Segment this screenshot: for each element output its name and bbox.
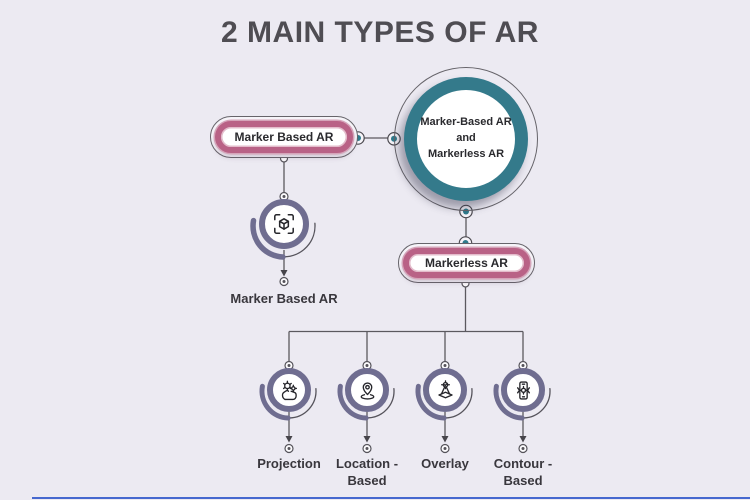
- contour-icon-node: [501, 368, 545, 412]
- overlay-hologram-icon: [437, 379, 453, 398]
- caption-projection: Projection: [257, 456, 321, 471]
- connector-lines: [283, 137, 524, 436]
- location-icon-node: [345, 368, 389, 412]
- ring-connector-dots: [279, 154, 528, 454]
- caption-contour-based: Contour - Based: [493, 456, 553, 488]
- crescent-shadow-arcs: [250, 217, 551, 421]
- marker-based-icon-node: [259, 199, 309, 249]
- ar-cube-scan-icon: [274, 214, 294, 234]
- caption-marker-based: Marker Based AR: [230, 291, 338, 306]
- projection-icon-node: [267, 368, 311, 412]
- markerless-pill: Markerless AR: [398, 243, 535, 283]
- arrowheads: [280, 270, 527, 443]
- projection-hand-gears-icon: [281, 380, 297, 400]
- caption-location-based: Location - Based: [335, 456, 399, 488]
- contour-phone-scan-icon: [516, 380, 530, 400]
- root-node-label: Marker-Based AR and Markerless AR: [420, 116, 512, 160]
- marker-based-pill: Marker Based AR: [210, 116, 358, 158]
- marker-based-pill-label: Marker Based AR: [234, 130, 334, 144]
- caption-overlay: Overlay: [421, 456, 469, 471]
- root-node: Marker-Based AR and Markerless AR: [404, 77, 528, 201]
- overlay-icon-node: [423, 368, 467, 412]
- root-node-outline: [394, 67, 538, 211]
- page-title: 2 MAIN TYPES OF AR: [221, 16, 539, 49]
- location-pin-icon: [360, 381, 374, 400]
- bottom-accent-line: [32, 496, 750, 499]
- markerless-pill-label: Markerless AR: [425, 256, 508, 270]
